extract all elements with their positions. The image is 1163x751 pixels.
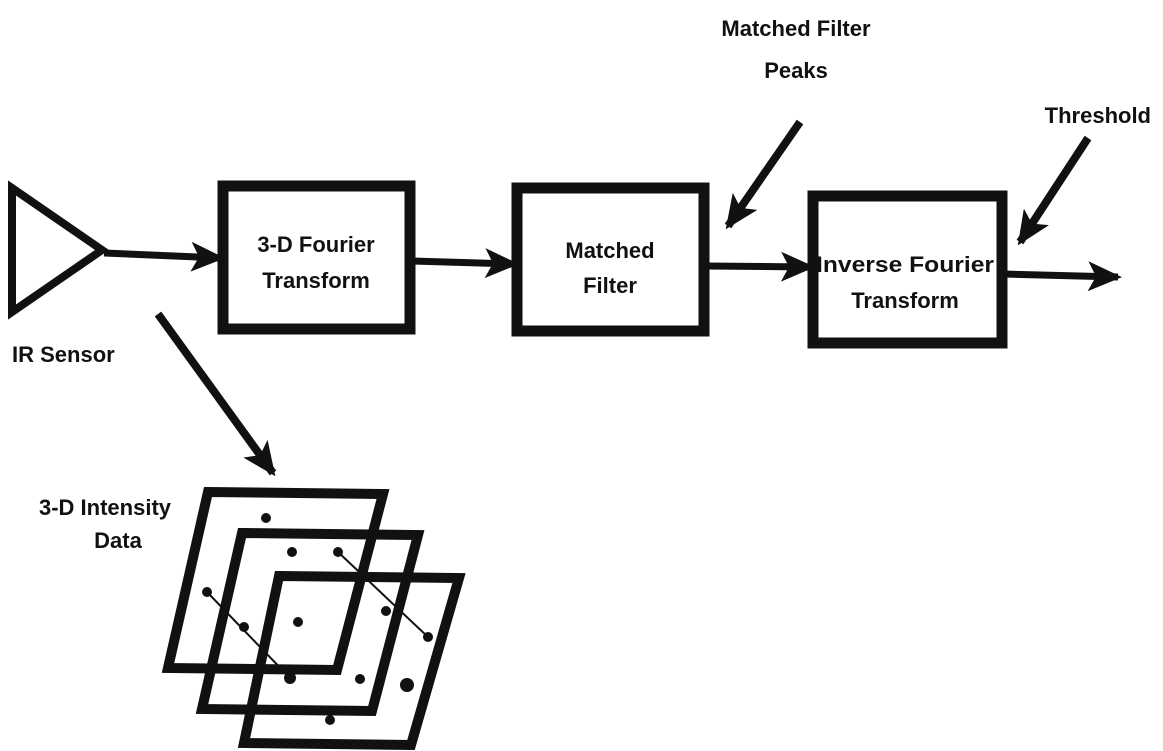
fourier-label-line2: Transform [262,268,370,293]
arrow-matched-to-inverse [706,266,811,267]
fourier-transform-block [223,186,410,329]
peaks-label-line2: Peaks [764,58,828,83]
peaks-pointer-arrow [728,122,800,226]
stacked-frames-icon [168,492,459,745]
arrow-sensor-to-fourier [104,253,221,258]
matched-label-line1: Matched [565,238,654,263]
threshold-pointer-arrow [1020,138,1088,242]
fourier-label-line1: 3-D Fourier [257,232,375,257]
intensity-label-line1: 3-D Intensity [39,495,172,520]
matched-label-line2: Filter [583,273,637,298]
peaks-label-line1: Matched Filter [721,16,871,41]
sensor-to-data-arrow [158,314,273,473]
inverse-label-line2: Transform [851,288,959,313]
inverse-label-line1: Inverse Fourier [816,252,994,277]
threshold-label: Threshold [1045,103,1151,128]
sensor-label: IR Sensor [12,342,115,367]
intensity-label-line2: Data [94,528,142,553]
arrow-output [1004,274,1118,277]
triangle-sensor-icon [12,188,102,312]
arrow-fourier-to-matched [412,261,515,264]
